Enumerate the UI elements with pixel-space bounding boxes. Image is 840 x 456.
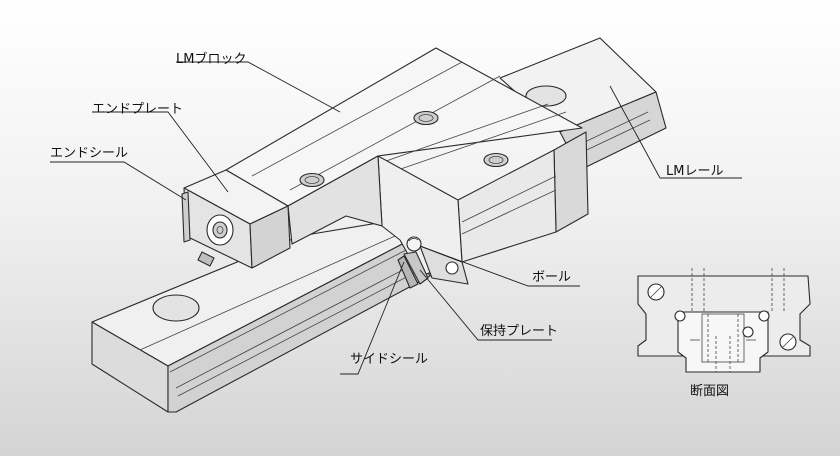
rail-bolt-hole-back	[525, 85, 567, 107]
side-screw-hole	[445, 261, 459, 275]
label-end-plate: エンドプレート	[92, 102, 184, 117]
leader-lines	[50, 61, 742, 375]
lm-block	[225, 47, 589, 285]
label-cross-section: 断面図	[690, 384, 730, 399]
label-ball: ボール	[532, 270, 572, 285]
end-plate-assembly	[181, 169, 291, 269]
cross-section-view	[637, 268, 811, 373]
block-tapped-hole-2	[483, 152, 509, 168]
ball	[406, 236, 422, 252]
label-lm-block: LMブロック	[176, 52, 247, 67]
retainer-plate	[403, 251, 429, 285]
label-retainer-plate: 保持プレート	[480, 324, 559, 339]
block-tapped-hole-1	[413, 110, 439, 126]
rail-bolt-hole-front	[152, 294, 200, 322]
label-end-seal: エンドシール	[50, 146, 129, 161]
label-lm-rail: LMレール	[666, 164, 724, 179]
lm-rail	[91, 37, 667, 413]
block-tapped-hole-3	[299, 172, 325, 188]
label-side-seal: サイドシール	[350, 352, 429, 367]
